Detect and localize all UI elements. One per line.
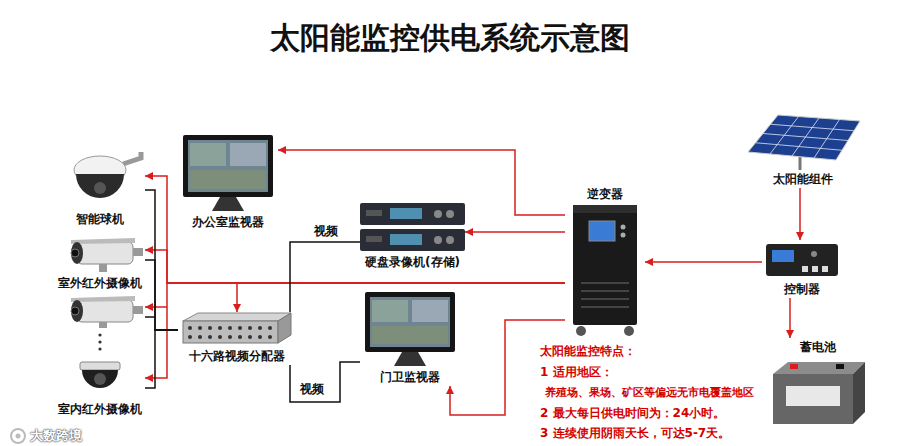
- power-line: [145, 250, 565, 283]
- device-picture: [360, 292, 460, 368]
- signal-label: 视频: [298, 381, 326, 397]
- feature-note: 2 最大每日供电时间为：24小时。: [540, 405, 725, 421]
- feature-note: 太阳能监控特点：: [540, 343, 636, 359]
- video-stub: [145, 316, 155, 318]
- device-picture: [55, 232, 145, 274]
- feature-note: 1 适用地区：: [540, 364, 613, 380]
- power-line: [789, 298, 791, 338]
- diagram-title: 太阳能监控供电系统示意图: [0, 18, 900, 59]
- device-label: 智能球机: [55, 210, 145, 228]
- watermark-logo: [11, 429, 25, 443]
- feature-note: 养殖场、果场、矿区等偏远无市电覆盖地区: [545, 385, 754, 401]
- device-node: 蓄电池: [768, 338, 868, 426]
- device-label: 太阳能组件: [740, 170, 865, 188]
- signal-label: 视频: [312, 223, 340, 239]
- feature-note: 3 连续使用阴雨天长，可达5-7天。: [540, 425, 730, 441]
- device-picture: [55, 358, 145, 400]
- power-line: [645, 261, 762, 263]
- device-label: 逆变器: [565, 185, 645, 203]
- device-label: 蓄电池: [768, 338, 868, 356]
- unlabeled-camera: [71, 296, 143, 328]
- device-picture: [740, 112, 865, 170]
- power-line: [799, 188, 801, 240]
- power-line: [465, 231, 565, 233]
- device-label: 控制器: [762, 280, 842, 298]
- video-line: [145, 330, 178, 388]
- device-picture: [178, 312, 296, 347]
- device-node: 室外红外摄像机: [55, 232, 145, 292]
- power-stub: [145, 306, 167, 308]
- device-node: 十六路视频分配器: [178, 312, 296, 365]
- device-picture: [55, 148, 145, 210]
- device-node: 室内红外摄像机: [55, 358, 145, 418]
- device-node: 门卫监视器: [360, 292, 460, 386]
- device-label: 硬盘录像机(存储): [360, 253, 465, 271]
- device-picture: [565, 203, 645, 338]
- device-picture: [178, 135, 278, 213]
- device-label: 门卫监视器: [360, 368, 460, 386]
- device-node: 办公室监视器: [178, 135, 278, 231]
- ellipsis-dots: [98, 333, 101, 350]
- video-line: [290, 242, 360, 312]
- device-node: 硬盘录像机(存储): [360, 203, 465, 271]
- device-node: 太阳能组件: [740, 112, 865, 188]
- device-node: 控制器: [762, 240, 842, 298]
- device-label: 室外红外摄像机: [55, 274, 145, 292]
- video-line: [145, 260, 178, 330]
- video-line: [145, 190, 178, 330]
- device-label: 办公室监视器: [178, 213, 278, 231]
- watermark: 大数跨境: [30, 428, 82, 444]
- device-picture: [768, 356, 868, 426]
- device-node: 智能球机: [55, 148, 145, 228]
- device-picture: [360, 203, 465, 253]
- device-label: 室内红外摄像机: [55, 400, 145, 418]
- device-picture: [762, 240, 842, 280]
- power-line: [145, 283, 565, 378]
- device-node: 逆变器: [565, 185, 645, 338]
- video-line: [290, 362, 360, 402]
- device-label: 十六路视频分配器: [178, 347, 296, 365]
